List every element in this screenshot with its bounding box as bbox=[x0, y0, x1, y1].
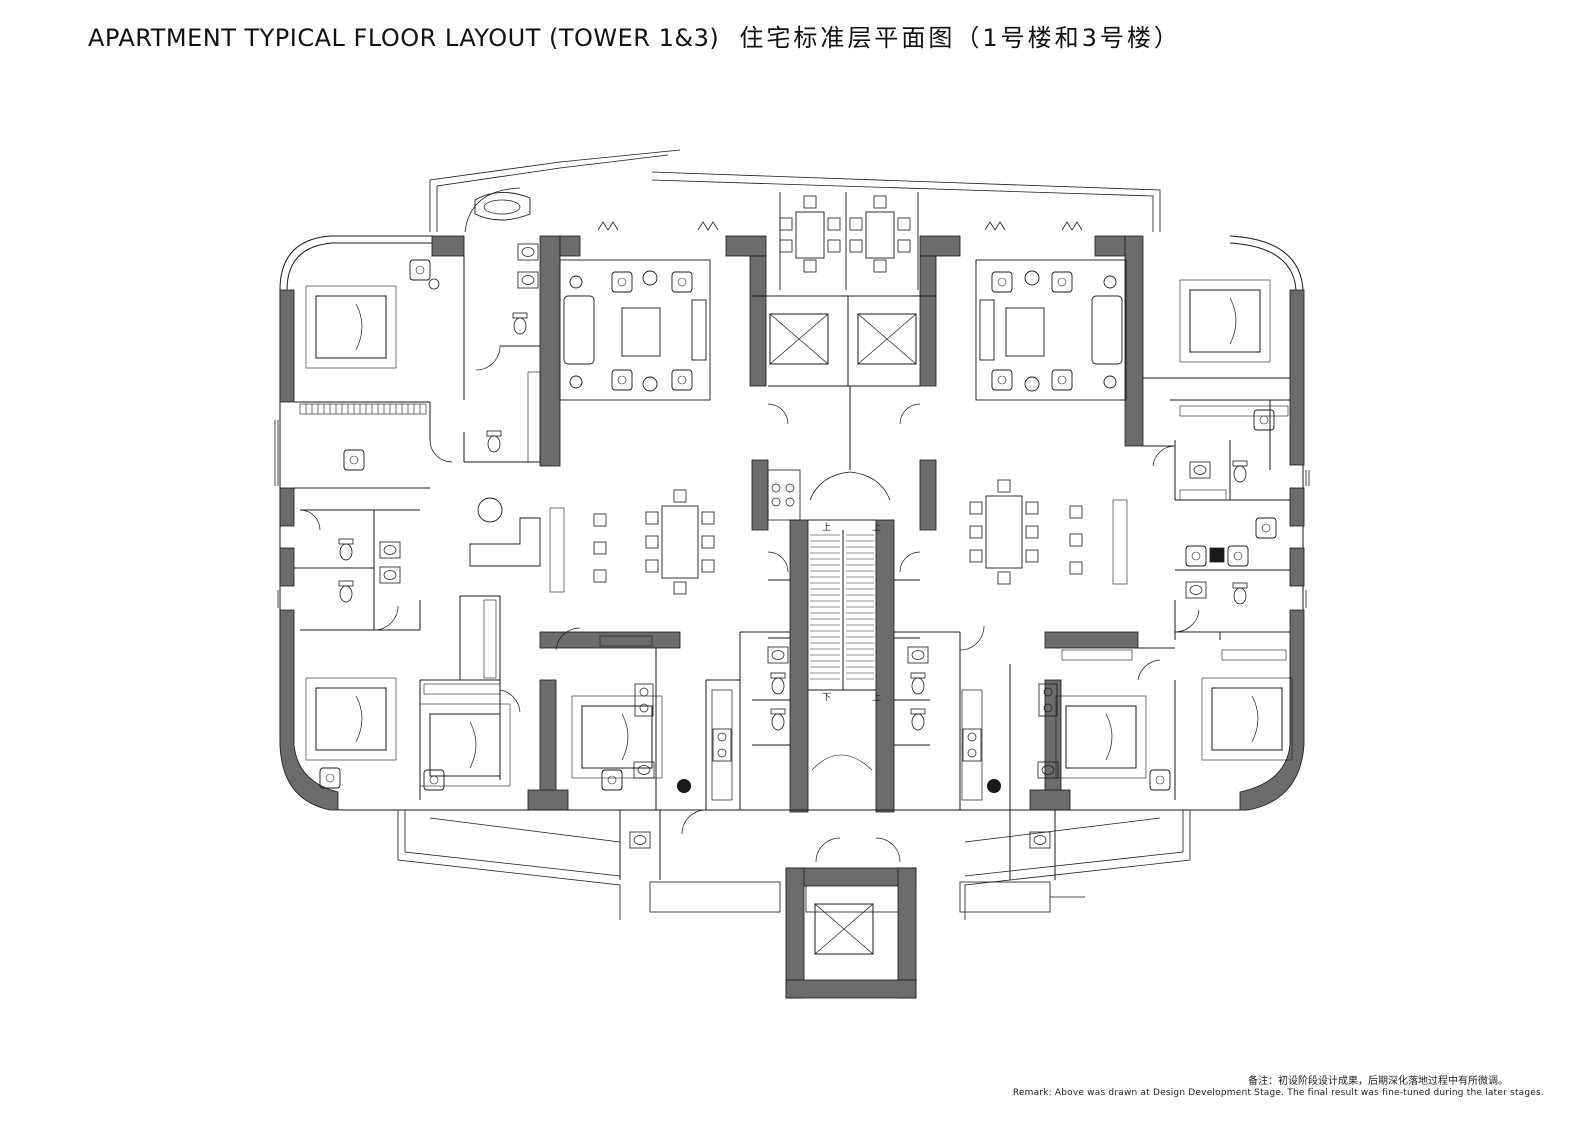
misc-furniture bbox=[319, 259, 1277, 791]
lift-core bbox=[767, 313, 917, 955]
bed-master-east bbox=[1179, 279, 1271, 363]
kitchen-fixtures bbox=[629, 683, 1059, 849]
remark-en: Remark: Above was drawn at Design Develo… bbox=[1012, 1088, 1544, 1098]
stair-label-up-a: 上 bbox=[822, 522, 831, 533]
door-swings bbox=[299, 345, 1200, 863]
bed-second-west bbox=[419, 703, 511, 787]
living-room-west bbox=[559, 259, 711, 401]
living-room-east bbox=[975, 259, 1127, 401]
stair-label-down: 下 bbox=[822, 693, 831, 703]
stair-label-up-b: 上 bbox=[872, 522, 881, 533]
wardrobes bbox=[299, 371, 1289, 695]
bed-third-west bbox=[571, 695, 663, 779]
lift-1 bbox=[769, 313, 829, 365]
lift-3 bbox=[814, 903, 874, 955]
bed-south-east bbox=[1201, 677, 1293, 761]
bath-fixtures bbox=[338, 192, 1248, 731]
stair-label-up-c: 上 bbox=[872, 692, 881, 703]
north-balcony bbox=[429, 149, 1161, 233]
remark-zh: 备注：初设阶段设计成果，后期深化落地过程中有所微调。 bbox=[1248, 1076, 1508, 1087]
title-en: APARTMENT TYPICAL FLOOR LAYOUT (TOWER 1&… bbox=[88, 24, 720, 52]
lift-2 bbox=[857, 313, 917, 365]
structural-walls bbox=[279, 235, 1305, 999]
bed-master-west bbox=[305, 285, 397, 369]
courtyard-tables bbox=[779, 192, 919, 290]
stair bbox=[810, 530, 874, 771]
page-title: APARTMENT TYPICAL FLOOR LAYOUT (TOWER 1&… bbox=[88, 18, 1181, 53]
dining-east bbox=[969, 479, 1083, 585]
interior-partitions bbox=[294, 256, 1290, 880]
title-zh: 住宅标准层平面图（1号楼和3号楼） bbox=[739, 24, 1181, 52]
bed-third-east bbox=[1055, 695, 1147, 779]
dining-west bbox=[469, 489, 715, 595]
bed-south-west bbox=[305, 677, 397, 761]
windows bbox=[274, 221, 1310, 608]
